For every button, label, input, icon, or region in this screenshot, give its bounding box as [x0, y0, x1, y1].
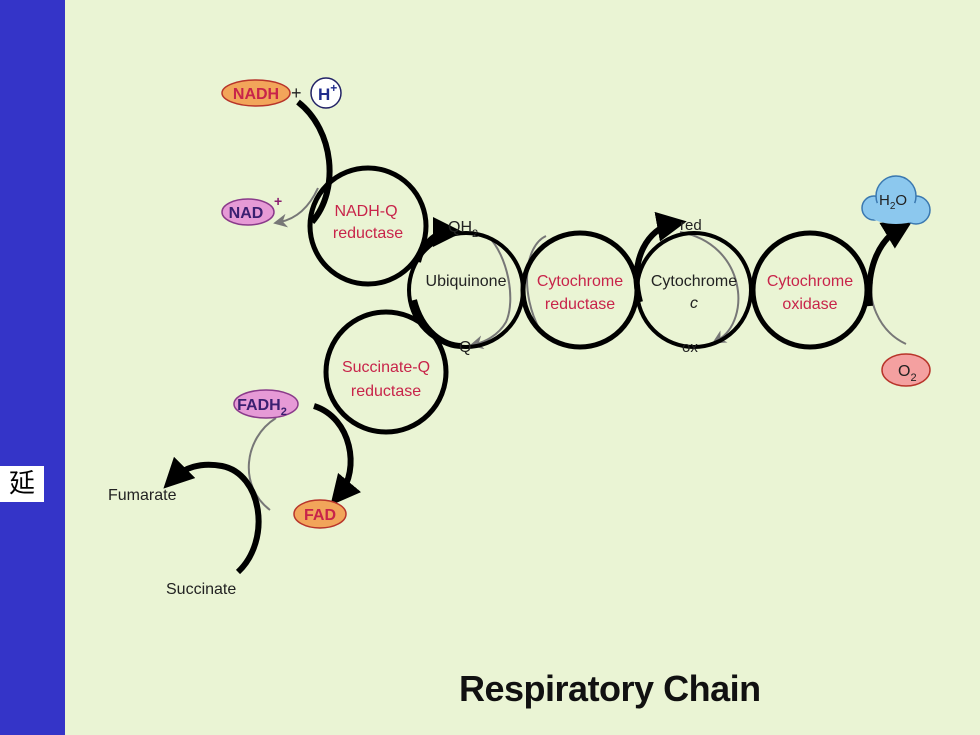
ox-label: ox	[682, 339, 698, 356]
nad-pill: NAD +	[221, 193, 282, 226]
o2-subscript: 2	[910, 372, 916, 384]
sidebar: 延	[0, 0, 65, 735]
o2-text: O2	[898, 363, 917, 384]
nadh-pill-text: NADH	[233, 86, 279, 103]
q-label: Q	[459, 339, 471, 356]
h2o-text: H2O	[879, 192, 907, 212]
cytochrome-reductase-label-2: reductase	[545, 296, 615, 313]
h2o-subscript: 2	[890, 201, 896, 212]
nad-release-arrow	[273, 187, 319, 228]
fadh2-symbol: FADH	[237, 397, 281, 414]
ubiquinone-label: Ubiquinone	[426, 273, 507, 290]
cytochrome-oxidase-label-2: oxidase	[782, 296, 837, 313]
h2o-cloud: H2O	[861, 175, 931, 225]
cytochrome-c-label-1: Cytochrome	[651, 273, 737, 290]
qh2-label: QH2	[448, 219, 478, 240]
cytochrome-oxidase-ring	[750, 230, 870, 350]
plus-sign: +	[291, 83, 302, 103]
fadh2-text: FADH2	[237, 397, 287, 418]
fadh2-subscript: 2	[281, 406, 287, 418]
water-formation-arrow	[866, 220, 913, 307]
fad-pill: FAD	[293, 499, 347, 529]
qh2-text: QH	[448, 219, 472, 236]
succinate-q-reductase-label-2: reductase	[351, 383, 421, 400]
succinate-q-reductase-ring	[323, 309, 449, 435]
o2-pill: O2	[881, 353, 931, 387]
succinate-label: Succinate	[166, 581, 236, 598]
h-plus-text: H+	[318, 81, 337, 104]
nadh-pill: NADH	[221, 79, 291, 107]
h2o-h: H	[879, 192, 890, 209]
red-label: red	[680, 217, 702, 234]
o2-symbol: O	[898, 363, 910, 380]
nad-superscript: +	[274, 193, 282, 209]
cytochrome-reductase-label-1: Cytochrome	[537, 273, 623, 290]
nadh-q-reductase-label-2: reductase	[333, 225, 403, 242]
nad-pill-text: NAD	[229, 205, 264, 222]
fumarate-output-arrow	[163, 456, 262, 575]
cytochrome-reductase-ring	[520, 230, 640, 350]
succinate-q-reductase-label-1: Succinate-Q	[342, 359, 430, 376]
cytochrome-c-to-ox-arrow	[679, 231, 740, 344]
nadh-q-reductase-ring	[307, 165, 429, 287]
fumarate-label: Fumarate	[108, 487, 177, 504]
h-plus-pill: H+	[310, 77, 342, 109]
ubiquinone-to-q-arrow	[469, 235, 512, 350]
fad-pill-text: FAD	[304, 507, 336, 524]
fadh2-pill: FADH2	[233, 389, 299, 419]
slide-panel: NADH-Q reductase Succinate-Q reductase C…	[65, 0, 980, 735]
nadh-input-arrow	[296, 99, 333, 224]
h-plus-symbol: H	[318, 85, 330, 104]
cytochrome-oxidase-label-1: Cytochrome	[767, 273, 853, 290]
qh2-subscript: 2	[472, 228, 478, 240]
fadh2-to-fad-arc	[247, 417, 277, 511]
nadh-q-reductase-label-1: NADH-Q	[334, 203, 397, 220]
diagram-title: Respiratory Chain	[459, 668, 761, 709]
o2-input-arc	[870, 281, 907, 345]
h-plus-superscript: +	[330, 81, 337, 95]
sidebar-character: 延	[0, 466, 44, 502]
h2o-o: O	[895, 192, 907, 209]
respiratory-chain-diagram: NADH-Q reductase Succinate-Q reductase C…	[108, 77, 931, 598]
cytochrome-c-ring	[635, 231, 753, 349]
fad-reduction-arrow	[312, 403, 362, 506]
cytochrome-c-label-2: c	[690, 295, 698, 312]
